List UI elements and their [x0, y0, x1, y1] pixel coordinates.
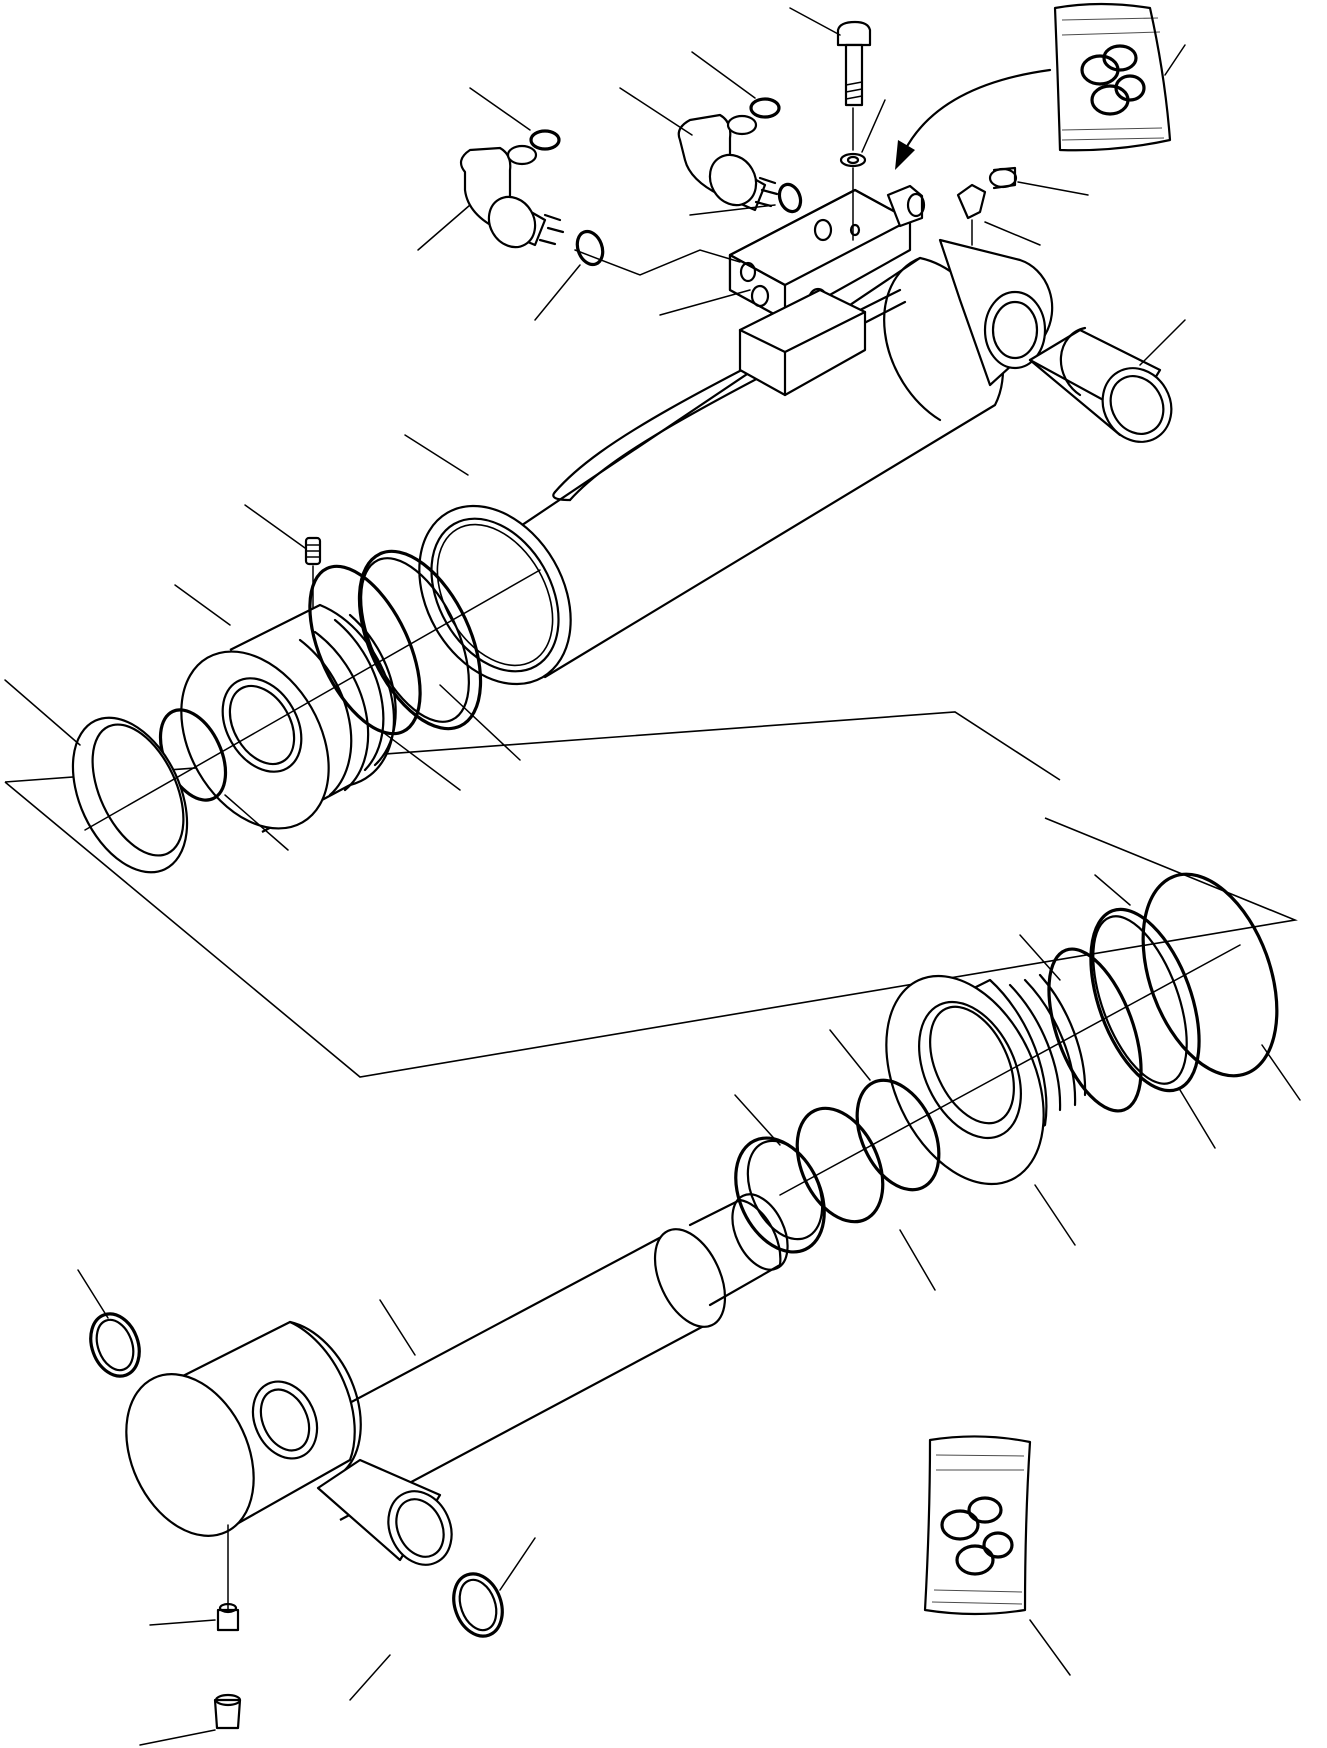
piston-seal-ring — [1030, 937, 1160, 1123]
o-ring — [453, 1575, 503, 1635]
elbow-fitting-right — [679, 115, 777, 214]
grease-nipple — [218, 1604, 238, 1630]
wiper-seal-ring — [287, 550, 443, 750]
piston-rod — [280, 1186, 799, 1520]
cap-screw — [838, 22, 870, 105]
o-ring — [90, 1315, 140, 1375]
cylinder-barrel — [389, 258, 1003, 711]
seal-kit-icon — [925, 1436, 1030, 1614]
valve-mounting-base — [740, 290, 865, 395]
wear-ring — [1118, 856, 1303, 1094]
seal-kit-icon — [1055, 4, 1170, 150]
piston-seal-ring — [335, 533, 506, 747]
grub-screw — [306, 538, 320, 564]
callout-leaders — [5, 8, 1300, 1745]
small-elbow-fitting — [958, 168, 1016, 245]
backup-ring — [50, 700, 210, 891]
piston-seal-ring — [1069, 895, 1220, 1105]
piston-seal-ring — [339, 542, 491, 738]
assembly-axis-line — [85, 570, 540, 830]
elbow-fitting-left — [461, 146, 563, 256]
rod-pin-bushing — [318, 1460, 463, 1575]
rod-seal-ring — [780, 1095, 900, 1236]
o-ring — [82, 1307, 147, 1383]
washer — [848, 157, 858, 163]
o-ring — [573, 228, 607, 268]
arrow-icon — [895, 70, 1050, 170]
rod-seal-ring — [841, 1067, 955, 1203]
o-ring — [445, 1567, 510, 1643]
barrel-rear-eye — [940, 240, 1052, 385]
o-ring — [751, 99, 779, 117]
grease-nipple-cap — [215, 1695, 240, 1728]
washer — [841, 154, 865, 166]
rod-eye — [102, 1322, 361, 1557]
rear-pin-bushing — [1030, 328, 1185, 454]
assembly-axis-line — [780, 945, 1240, 1195]
o-ring — [531, 131, 559, 149]
o-ring — [776, 181, 804, 214]
assembly-axis-line — [575, 250, 740, 275]
piston — [855, 951, 1085, 1210]
assembly-frame-outline — [5, 782, 1295, 1077]
valve-side-fitting — [888, 186, 924, 226]
gland-head — [151, 605, 395, 855]
piston-seal-ring — [1074, 904, 1206, 1095]
